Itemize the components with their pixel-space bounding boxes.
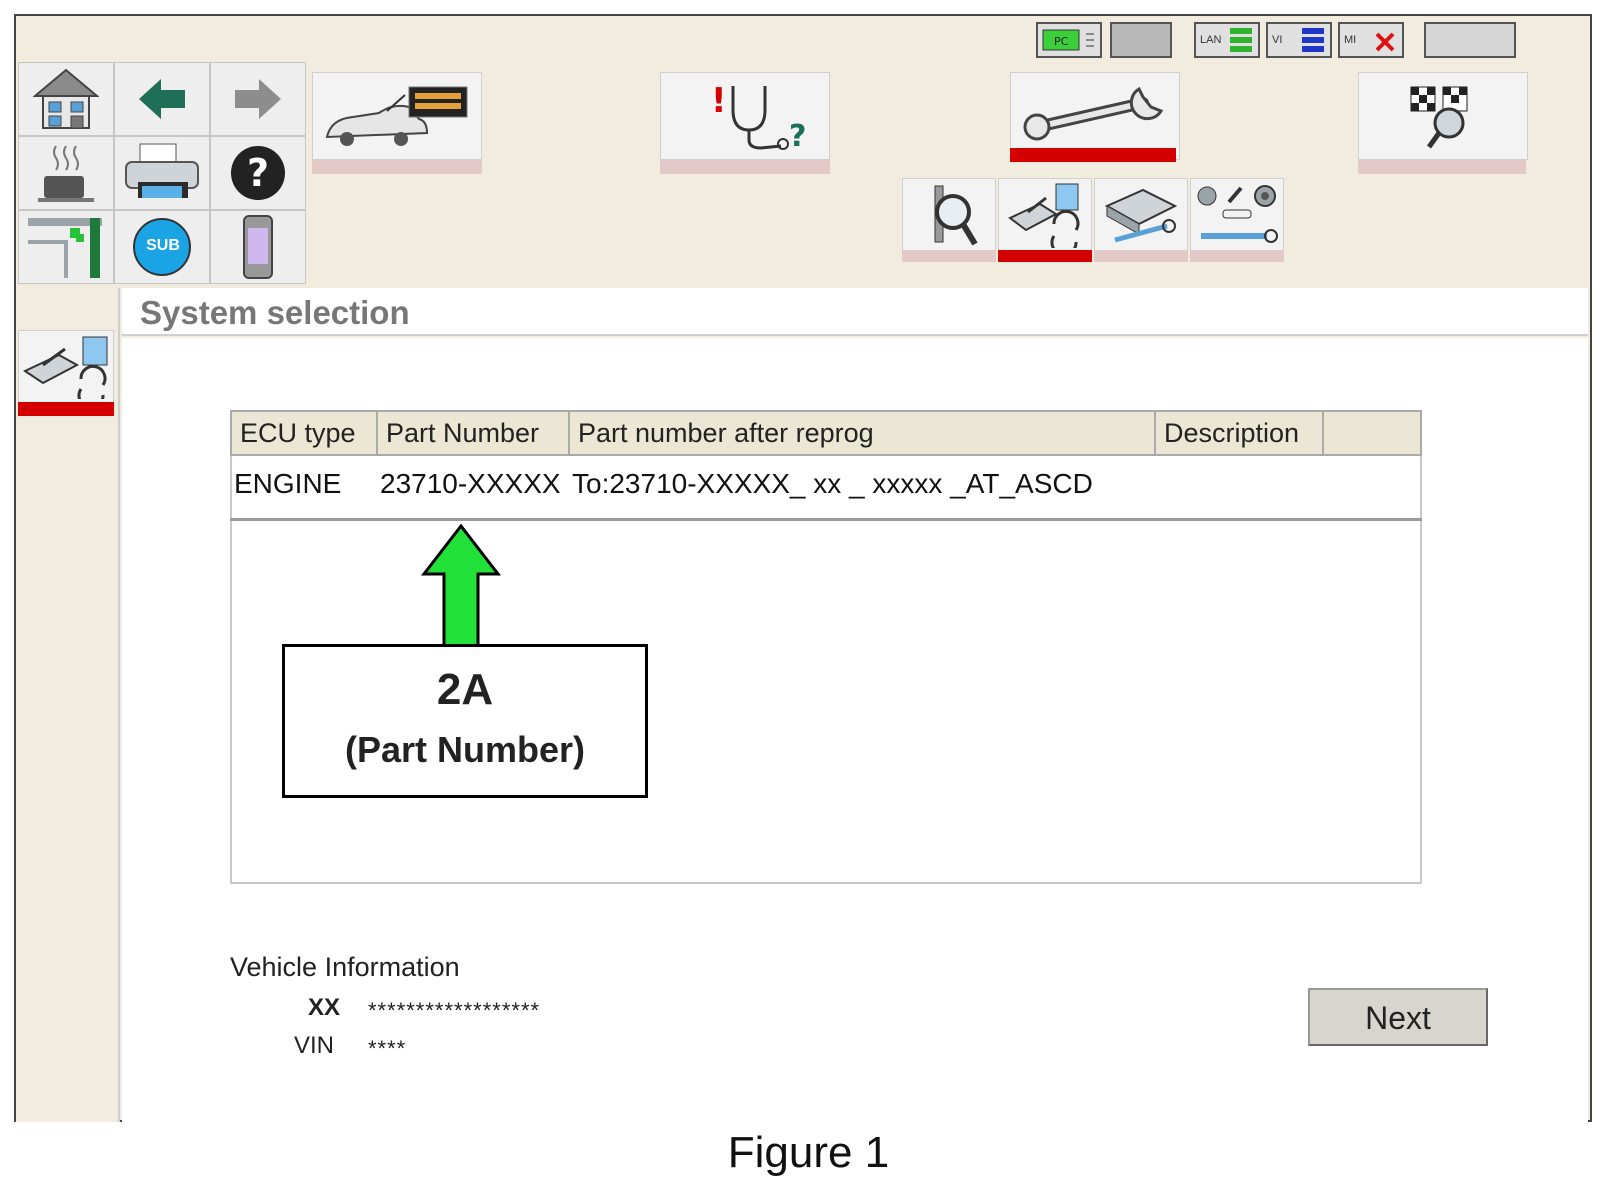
- mode-tab-bar-inactive: [1358, 160, 1526, 174]
- reprogram-icon: [22, 336, 108, 399]
- coffee-cup-icon: [38, 145, 94, 202]
- home-button[interactable]: [18, 62, 114, 136]
- battery-indicator: [1110, 22, 1172, 58]
- sub-mode-button[interactable]: SUB: [114, 210, 210, 284]
- mi-indicator-label: MI: [1344, 34, 1357, 46]
- submode-bar-active: [998, 250, 1092, 262]
- checkered-flags-icon: [1410, 86, 1468, 149]
- arrow-left-icon: [139, 79, 185, 119]
- vehicle-info-value: ******************: [368, 998, 541, 1023]
- title-bar: System selection: [122, 288, 1588, 336]
- help-button[interactable]: ?: [210, 136, 306, 210]
- transfer-button[interactable]: [18, 210, 114, 284]
- header-part-number-after-reprog[interactable]: Part number after reprog: [568, 410, 1156, 456]
- magnifier-probe-icon: [934, 185, 978, 246]
- printer-icon: [125, 143, 199, 198]
- vi-signal-icon: [1302, 28, 1324, 52]
- help-icon: ?: [231, 146, 285, 200]
- figure-caption: Figure 1: [727, 1128, 890, 1177]
- app-window: PC LAN VI MI: [14, 14, 1592, 1122]
- header-description[interactable]: Description: [1154, 410, 1324, 456]
- lan-indicator: LAN: [1194, 22, 1260, 58]
- callout-subtitle: (Part Number): [344, 729, 586, 770]
- parts-tools-icon: [1197, 185, 1278, 243]
- green-arrow-icon: [420, 524, 502, 648]
- vi-indicator-label: VI: [1272, 34, 1283, 46]
- header-part-number[interactable]: Part Number: [376, 410, 570, 456]
- vehicle-ecu-icon: [325, 86, 468, 146]
- submode-bar-inactive: [1190, 250, 1284, 262]
- stethoscope-icon: ! ?: [711, 81, 805, 152]
- pc-icon: PC: [1042, 29, 1080, 51]
- lan-signal-icon: [1230, 28, 1252, 52]
- header-blank: [1322, 410, 1422, 456]
- mode-tab-bar-inactive: [660, 160, 830, 174]
- left-rail: [16, 288, 120, 1122]
- mobile-device-icon: [243, 215, 273, 279]
- header-ecu-type[interactable]: ECU type: [230, 410, 378, 456]
- pc-connection-indicator: PC: [1036, 22, 1102, 58]
- wrench-icon: [1023, 86, 1164, 141]
- blank-indicator: [1424, 22, 1516, 58]
- forward-button[interactable]: [210, 62, 306, 136]
- current-function-button[interactable]: [18, 330, 114, 404]
- mode-tab-bar-active: [1010, 148, 1176, 162]
- pc-indicator-label: PC: [1054, 35, 1069, 48]
- part-number-cell: 23710-XXXXX: [380, 468, 561, 499]
- table-row[interactable]: ENGINE 23710-XXXXX To:23710-XXXXX_ xx _ …: [230, 458, 1422, 518]
- ecu-type-cell: ENGINE: [234, 468, 342, 499]
- work-support-button[interactable]: [902, 178, 996, 252]
- current-function-bar: [18, 402, 114, 416]
- back-button[interactable]: [114, 62, 210, 136]
- page-title: System selection: [140, 294, 410, 331]
- next-button[interactable]: Next: [1308, 988, 1488, 1046]
- vin-key: VIN: [293, 1032, 334, 1059]
- reprogram-icon: [1008, 183, 1080, 248]
- submode-bar-inactive: [902, 250, 996, 262]
- vi-indicator: VI: [1266, 22, 1332, 58]
- vehicle-selection-mode-button[interactable]: [312, 72, 482, 160]
- reprogramming-button[interactable]: [998, 178, 1092, 252]
- vehicle-info-key: XX: [307, 994, 340, 1021]
- content-area: ECU type Part Number Part number after r…: [122, 338, 1588, 1122]
- vehicle-info-heading: Vehicle Information: [230, 952, 460, 982]
- sub-label: SUB: [146, 237, 180, 254]
- svg-text:?: ?: [247, 151, 269, 195]
- vin-value: ****: [368, 1036, 407, 1061]
- calibration-button[interactable]: [1190, 178, 1284, 252]
- row-divider: [230, 518, 1422, 521]
- sleep-button[interactable]: [18, 136, 114, 210]
- svg-text:!: !: [711, 81, 727, 121]
- ecu-table: [230, 410, 1422, 884]
- annotation-callout: 2A (Part Number): [282, 644, 648, 798]
- lan-indicator-label: LAN: [1200, 34, 1222, 46]
- disconnected-icon: [1375, 32, 1395, 52]
- diagnosis-mode-button[interactable]: ! ?: [660, 72, 830, 160]
- programming-button[interactable]: [1094, 178, 1188, 252]
- special-function-mode-button[interactable]: [1358, 72, 1528, 160]
- mode-tab-bar-inactive: [312, 160, 482, 174]
- mobile-device-button[interactable]: [210, 210, 306, 284]
- mi-indicator: MI: [1338, 22, 1404, 58]
- svg-text:?: ?: [789, 119, 805, 152]
- callout-title: 2A: [436, 665, 494, 714]
- transfer-icon: [28, 218, 102, 278]
- ecu-wrench-icon: [1104, 188, 1178, 243]
- repair-mode-button[interactable]: [1010, 72, 1180, 160]
- print-button[interactable]: [114, 136, 210, 210]
- arrow-right-icon: [235, 79, 281, 119]
- home-icon: [33, 68, 99, 129]
- submode-bar-inactive: [1094, 250, 1188, 262]
- sub-icon: [133, 218, 191, 276]
- part-number-after-reprog-cell: To:23710-XXXXX_ xx _ xxxxx _AT_ASCD: [572, 468, 1093, 499]
